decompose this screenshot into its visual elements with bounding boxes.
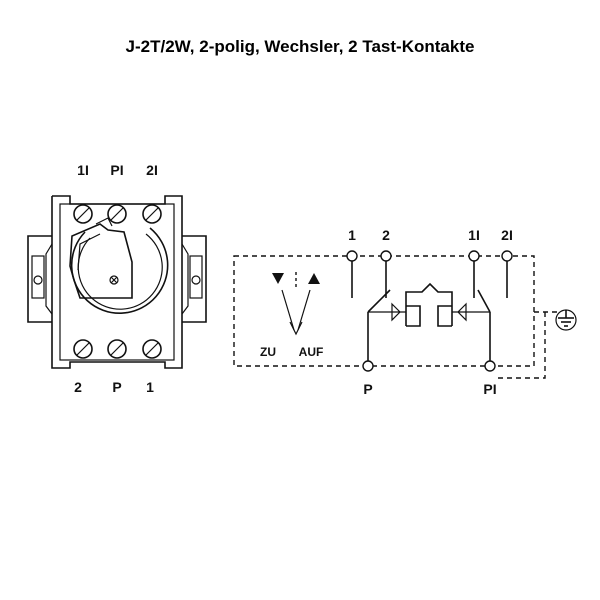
bottom-label-2: 2 [74, 379, 82, 395]
bottom-label-1: 1 [146, 379, 154, 395]
switch-inner-frame [59, 203, 175, 361]
terminal-label-2i: 2I [501, 227, 513, 243]
contact-left [351, 261, 407, 361]
top-label-1i: 1I [77, 162, 89, 178]
circuit-schematic: 1 2 1I 2I [233, 227, 577, 397]
top-screw-terminals [73, 204, 162, 224]
direction-label-zu: ZU [260, 345, 276, 359]
contact-right [451, 261, 508, 361]
terminal-label-p: P [363, 381, 372, 397]
bottom-label-p: P [112, 379, 121, 395]
bottom-screw-terminals [73, 339, 162, 359]
terminal-label-1: 1 [348, 227, 356, 243]
direction-label-auf: AUF [299, 345, 324, 359]
right-mounting-tab [181, 235, 207, 323]
top-label-pi: PI [110, 162, 123, 178]
diagram-title: J-2T/2W, 2-polig, Wechsler, 2 Tast-Konta… [126, 37, 475, 56]
contact-link-left [406, 305, 421, 327]
top-label-2i: 2I [146, 162, 158, 178]
direction-arrows-icon [272, 272, 320, 336]
top-terminal-circles [346, 250, 513, 262]
terminal-label-1i: 1I [468, 227, 480, 243]
enclosure-dashed [233, 255, 535, 367]
bottom-terminal-dots [362, 360, 496, 372]
rotary-cam [69, 217, 169, 314]
contact-link-right [437, 305, 452, 327]
terminal-label-pi: PI [483, 381, 496, 397]
left-mounting-tab [27, 235, 53, 323]
earth-link-dashed [498, 311, 558, 379]
switch-front-view: 1I PI 2I [27, 162, 207, 395]
terminal-label-2: 2 [382, 227, 390, 243]
earth-ground-icon [555, 309, 577, 331]
mechanical-coupling [405, 282, 453, 300]
